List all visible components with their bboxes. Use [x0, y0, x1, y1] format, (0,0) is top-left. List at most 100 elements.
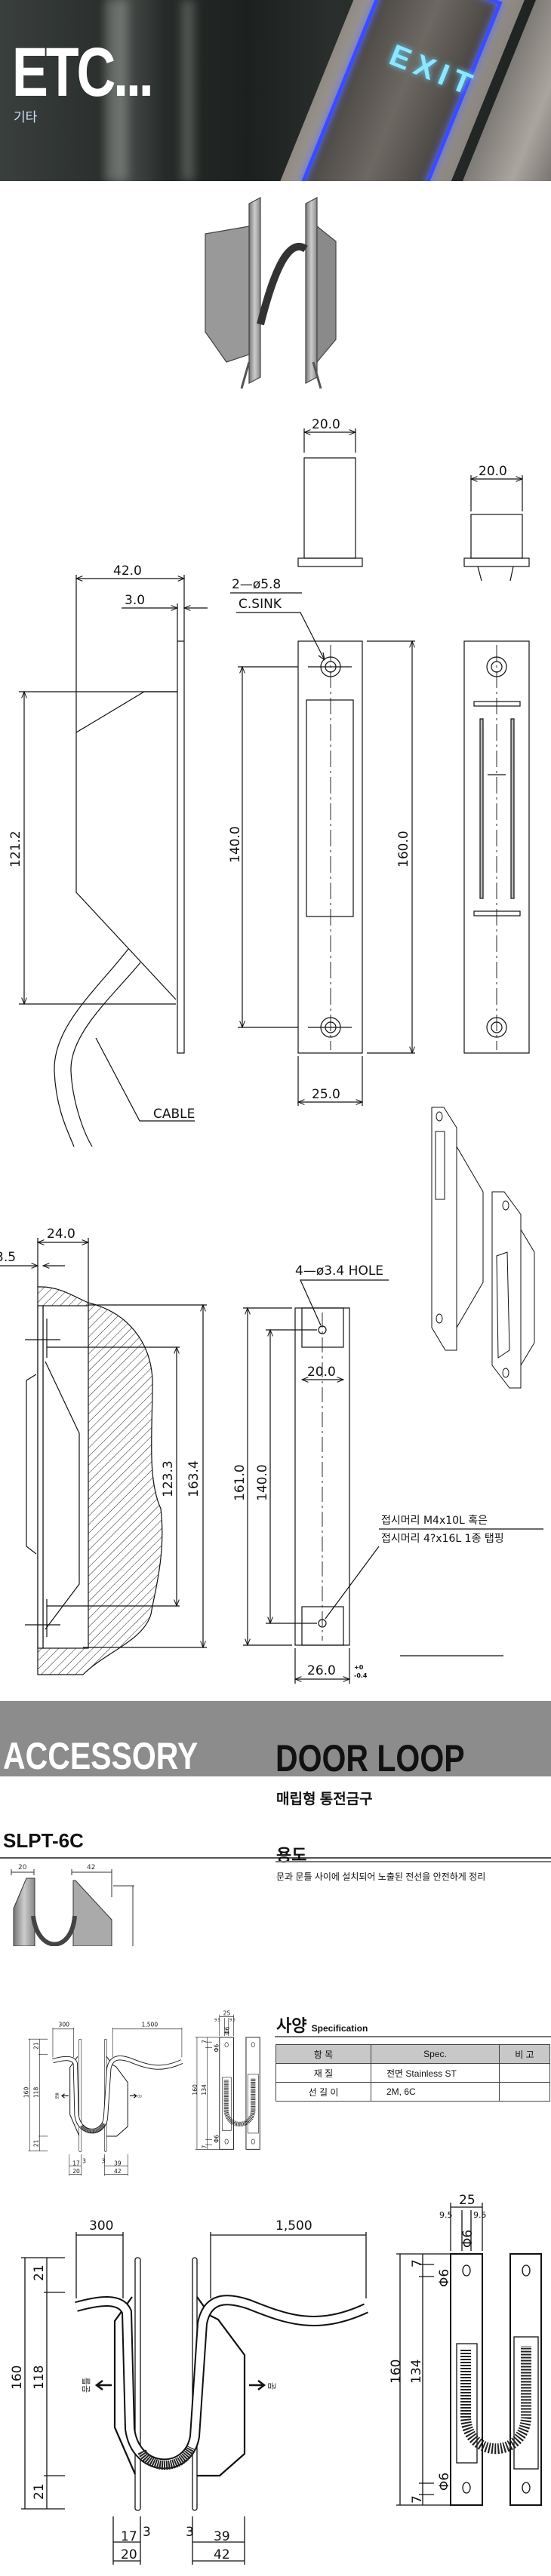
dim-bottom: 21: [32, 2483, 47, 2500]
dim-front-pitch: 134: [201, 2084, 208, 2095]
divider: [275, 2036, 551, 2037]
dim-hole-mid-bottom: Φ6: [437, 2473, 452, 2491]
cell-note: [499, 2082, 550, 2102]
door-loop-drawing: 300 1,500 160 118 21 21 문틀 문 17 3 20 3 3…: [10, 2193, 542, 2565]
dim-front-width: 25: [223, 2010, 231, 2017]
photo-dim-right: 42: [87, 1864, 95, 1871]
dim-middle: 118: [32, 2366, 47, 2390]
screw-note-1: 접시머리 M4x10L 혹은: [381, 1515, 488, 1527]
dim-edge-top: 7: [410, 2259, 425, 2267]
product-title: DOOR LOOP: [276, 1737, 465, 1779]
door-loop-drawing: 300 1,500 160 118 21 21 문틀 문 17 3 20 3 3…: [23, 2010, 260, 2176]
dim-front-width: 25: [459, 2193, 476, 2208]
dim-right-total: 42: [114, 2168, 122, 2175]
dim-edge-top: 7: [201, 2040, 208, 2043]
hero-banner: EXIT ETC... 기타: [0, 0, 551, 181]
cell-spec: 2M, 6C: [371, 2082, 500, 2102]
dim-plate-thickness: 3.0: [125, 593, 145, 608]
product-photo-iso: [205, 197, 337, 389]
dim-top: 21: [32, 2042, 39, 2049]
dim-slot-width: 20.0: [307, 1365, 336, 1380]
cell-item: 재 질: [276, 2063, 371, 2083]
dim-left-total: 20: [121, 2547, 137, 2562]
dim-cable-right: 1,500: [276, 2218, 312, 2234]
dim-right-total: 42: [214, 2547, 230, 2562]
tolerance-plus: +0: [354, 1664, 364, 1671]
dim-flange: 3.5: [0, 1250, 16, 1265]
dim-cable-right: 1,500: [142, 2022, 159, 2028]
dim-right-thk: 3: [102, 2158, 106, 2165]
dim-width: 25.0: [312, 1087, 340, 1102]
col-spec: Spec.: [371, 2044, 500, 2064]
hole-note-2: C.SINK: [239, 597, 282, 612]
dim-total: 160: [10, 2366, 25, 2390]
model-number: SLPT-6C: [3, 1829, 84, 1852]
dim-left-thk: 3: [82, 2158, 86, 2165]
label-door: 문: [138, 2094, 143, 2098]
door-loop-drawing-small: 300 1,500 160 118 21 21 문틀 문 17 3 20 3 3…: [19, 2010, 264, 2179]
divider: [276, 1861, 551, 1862]
front-view: 140.0 160.0 25.0 2—ø5.8 C.SINK: [228, 577, 415, 1106]
dim-top-width-2: 20.0: [479, 464, 507, 479]
door-loop-front: 160 134 7 7 Φ6 Φ6 25 9.5 9.5 Φ6: [192, 2010, 260, 2150]
top-view-2: 20.0: [463, 464, 530, 582]
cell-note: [499, 2063, 550, 2083]
col-item: 항 목: [276, 2044, 371, 2064]
dim-front-total: 160: [389, 2360, 404, 2384]
hole-note: 4—ø3.4 HOLE: [295, 1263, 383, 1279]
dim-strike-length: 161.0: [232, 1464, 248, 1501]
photo-dim-left: 20: [18, 1864, 27, 1871]
dim-margin-right: 9.5: [229, 2019, 235, 2023]
dim-hole-mid-top: Φ6: [213, 2044, 220, 2053]
dim-edge-bottom: 7: [201, 2145, 208, 2148]
door-loop-side: 300 1,500 160 118 21 21 문틀 문 17 3 20 3 3…: [10, 2218, 368, 2565]
section-band: [0, 1701, 551, 1776]
door-loop-side: 300 1,500 160 118 21 21 문틀 문 17 3 20 3 3…: [23, 2022, 183, 2176]
section-label: ACCESSORY: [3, 1735, 199, 1777]
table-header-row: 항 목 Spec. 비 고: [276, 2044, 550, 2064]
top-view-1: 20.0: [297, 417, 363, 567]
dim-margin-right: 9.5: [473, 2210, 487, 2220]
strike-plate-view: 161.0 140.0 20.0 26.0 +0 -0.4 4—ø3.4 HOL…: [232, 1263, 543, 1684]
dim-strike-hole-pitch: 140.0: [255, 1464, 270, 1501]
dim-front-pitch: 134: [409, 2360, 424, 2384]
dim-margin-left: 9.5: [439, 2210, 453, 2220]
dim-total: 160: [23, 2087, 29, 2099]
dim-middle: 118: [32, 2087, 39, 2099]
page-title: ETC...: [12, 34, 154, 111]
technical-drawings: 20.0 20.0 42.0 3.0 121.2 CABLE 140.: [0, 197, 543, 1684]
divider: [0, 1857, 551, 1859]
screw-note-2: 접시머리 4?x16L 1종 탭핑: [381, 1533, 504, 1545]
usage-title: 용도: [276, 1846, 307, 1865]
dim-hole-mid-bottom: Φ6: [213, 2135, 220, 2143]
dim-length: 160.0: [396, 831, 411, 867]
label-cable: CABLE: [153, 1107, 195, 1122]
rear-view: [463, 640, 530, 1054]
label-door-frame: 문틀: [82, 2378, 91, 2393]
hole-note-1: 2—ø5.8: [232, 577, 281, 592]
dim-left-inner: 17: [121, 2529, 137, 2544]
dim-strike-width: 26.0: [307, 1663, 336, 1678]
cell-spec: 전면 Stainless ST: [371, 2063, 500, 2083]
label-door: 문: [267, 2382, 277, 2390]
label-door-frame: 문틀: [56, 2092, 60, 2099]
page-subtitle: 기타: [14, 110, 38, 124]
col-note: 비 고: [499, 2044, 550, 2064]
side-view: 42.0 3.0 121.2 CABLE: [8, 563, 208, 1147]
dim-section-depth: 24.0: [47, 1227, 75, 1242]
cell-item: 선 길 이: [276, 2082, 371, 2102]
dim-outer-height: 163.4: [186, 1460, 202, 1497]
door-loop-drawing-large: 300 1,500 160 118 21 21 문틀 문 17 3 20 3 3…: [0, 2193, 551, 2572]
table-row: 재 질 전면 Stainless ST: [276, 2063, 550, 2083]
dim-cable-left: 300: [59, 2022, 70, 2028]
door-loop-front: 160 134 7 7 Φ6 Φ6 25 9.5 9.5 Φ6: [389, 2193, 542, 2506]
dim-inner-height: 123.3: [161, 1460, 176, 1497]
product-iso-drawing: [431, 1107, 535, 1389]
dim-front-total: 160: [192, 2084, 199, 2095]
spec-title-en: Specification: [311, 2023, 368, 2034]
section-view: 24.0 3.5 163.4 123.3: [0, 1227, 207, 1675]
dim-left-thk: 3: [143, 2525, 151, 2540]
dim-top-width-1: 20.0: [312, 417, 340, 432]
usage-text: 문과 문틀 사이에 설치되어 노출된 전선을 안전하게 정리: [276, 1871, 486, 1882]
dim-right-thk: 3: [186, 2525, 194, 2540]
